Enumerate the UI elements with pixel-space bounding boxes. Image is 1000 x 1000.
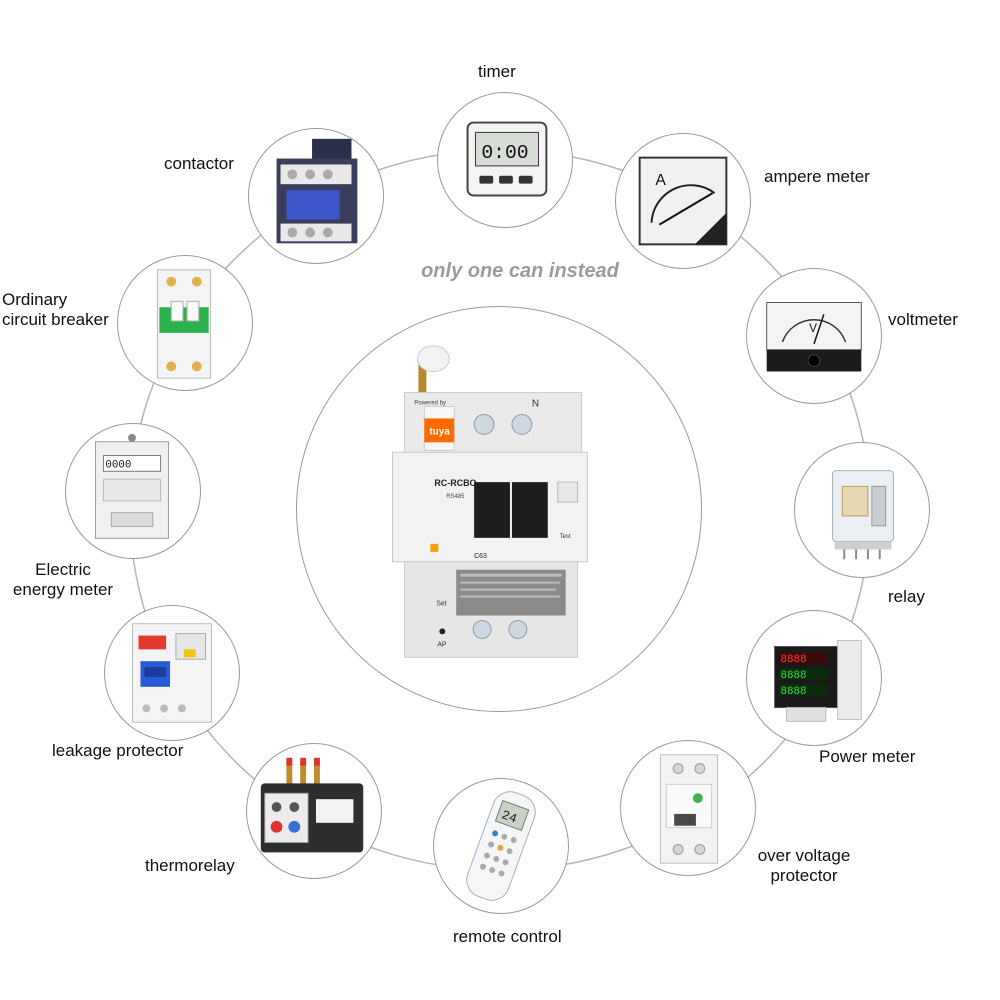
thermorelay-circle bbox=[246, 743, 382, 879]
rating-text: C63 bbox=[474, 553, 487, 560]
label-leakage-protector: leakage protector bbox=[52, 741, 184, 760]
ap-label: AP bbox=[437, 641, 447, 648]
remote-readout: 24 bbox=[499, 807, 519, 826]
label-ampere-meter: ampere meter bbox=[764, 167, 870, 186]
label-power-meter: Power meter bbox=[819, 747, 916, 766]
label-over-voltage-line1: over voltage bbox=[757, 846, 851, 865]
voltmeter-unit: V bbox=[809, 321, 817, 335]
label-energy-meter-line2: energy meter bbox=[12, 580, 114, 599]
label-voltmeter: voltmeter bbox=[888, 310, 958, 329]
tagline: only one can instead bbox=[421, 260, 619, 282]
over-voltage-protector-circle bbox=[620, 740, 756, 876]
voltmeter-circle: V bbox=[746, 268, 882, 404]
svg-text:8888: 8888 bbox=[781, 654, 807, 666]
model-text: RC-RCBO bbox=[434, 478, 476, 488]
port-text: RS485 bbox=[446, 494, 465, 500]
smart-rcbo-breaker-image: Powered by tuya N RC-RCBO RS485 C63 Test… bbox=[392, 345, 589, 658]
voltmeter-icon: V bbox=[766, 302, 862, 372]
contactor-circle bbox=[248, 128, 384, 264]
center-product-circle: Powered by tuya N RC-RCBO RS485 C63 Test… bbox=[296, 306, 702, 712]
brand-text: tuya bbox=[429, 426, 450, 437]
electric-energy-meter-circle: 0000 bbox=[65, 423, 201, 559]
label-over-voltage-line2: protector bbox=[770, 866, 838, 885]
label-contactor: contactor bbox=[164, 154, 234, 173]
label-breaker-line1: Ordinary bbox=[2, 290, 68, 309]
leakage-protector-circle bbox=[104, 605, 240, 741]
remote-control-circle: 24 bbox=[433, 778, 569, 914]
label-remote-control: remote control bbox=[453, 927, 562, 946]
remote-control-icon: 24 bbox=[466, 791, 536, 901]
ampere-meter-circle: A bbox=[615, 133, 751, 269]
set-label: Set bbox=[436, 601, 447, 608]
circuit-breaker-icon bbox=[156, 269, 212, 379]
timer-readout: 0:00 bbox=[481, 142, 528, 164]
svg-text:8888: 8888 bbox=[781, 670, 807, 682]
test-label: Test bbox=[560, 534, 571, 540]
label-over-voltage-protector: over voltage protector bbox=[748, 846, 860, 886]
label-breaker-line2: circuit breaker bbox=[2, 310, 109, 329]
label-ordinary-circuit-breaker: Ordinary circuit breaker bbox=[2, 290, 109, 330]
thermorelay-icon bbox=[260, 757, 364, 853]
label-thermorelay: thermorelay bbox=[145, 856, 235, 875]
ordinary-circuit-breaker-circle bbox=[117, 255, 253, 391]
power-meter-icon: 8888 8888 8888 bbox=[774, 640, 862, 722]
svg-text:8888: 8888 bbox=[781, 686, 807, 698]
powered-by-text: Powered by bbox=[414, 401, 446, 407]
leakage-protector-icon bbox=[132, 623, 212, 723]
timer-icon: 0:00 bbox=[466, 121, 548, 197]
electric-energy-meter-icon: 0000 bbox=[95, 433, 169, 539]
label-timer: timer bbox=[478, 62, 516, 81]
power-meter-circle: 8888 8888 8888 bbox=[746, 610, 882, 746]
over-voltage-protector-icon bbox=[659, 754, 719, 864]
timer-circle: 0:00 bbox=[437, 92, 573, 228]
contactor-icon bbox=[276, 138, 358, 244]
label-electric-energy-meter: Electric energy meter bbox=[8, 560, 118, 600]
label-energy-meter-line1: Electric bbox=[35, 560, 91, 579]
ampere-meter-icon: A bbox=[638, 156, 728, 246]
neutral-label: N bbox=[532, 399, 539, 410]
relay-circle bbox=[794, 442, 930, 578]
relay-icon bbox=[831, 470, 895, 560]
svg-text:0000: 0000 bbox=[105, 459, 131, 471]
label-relay: relay bbox=[888, 587, 925, 606]
ampere-unit: A bbox=[655, 172, 666, 189]
